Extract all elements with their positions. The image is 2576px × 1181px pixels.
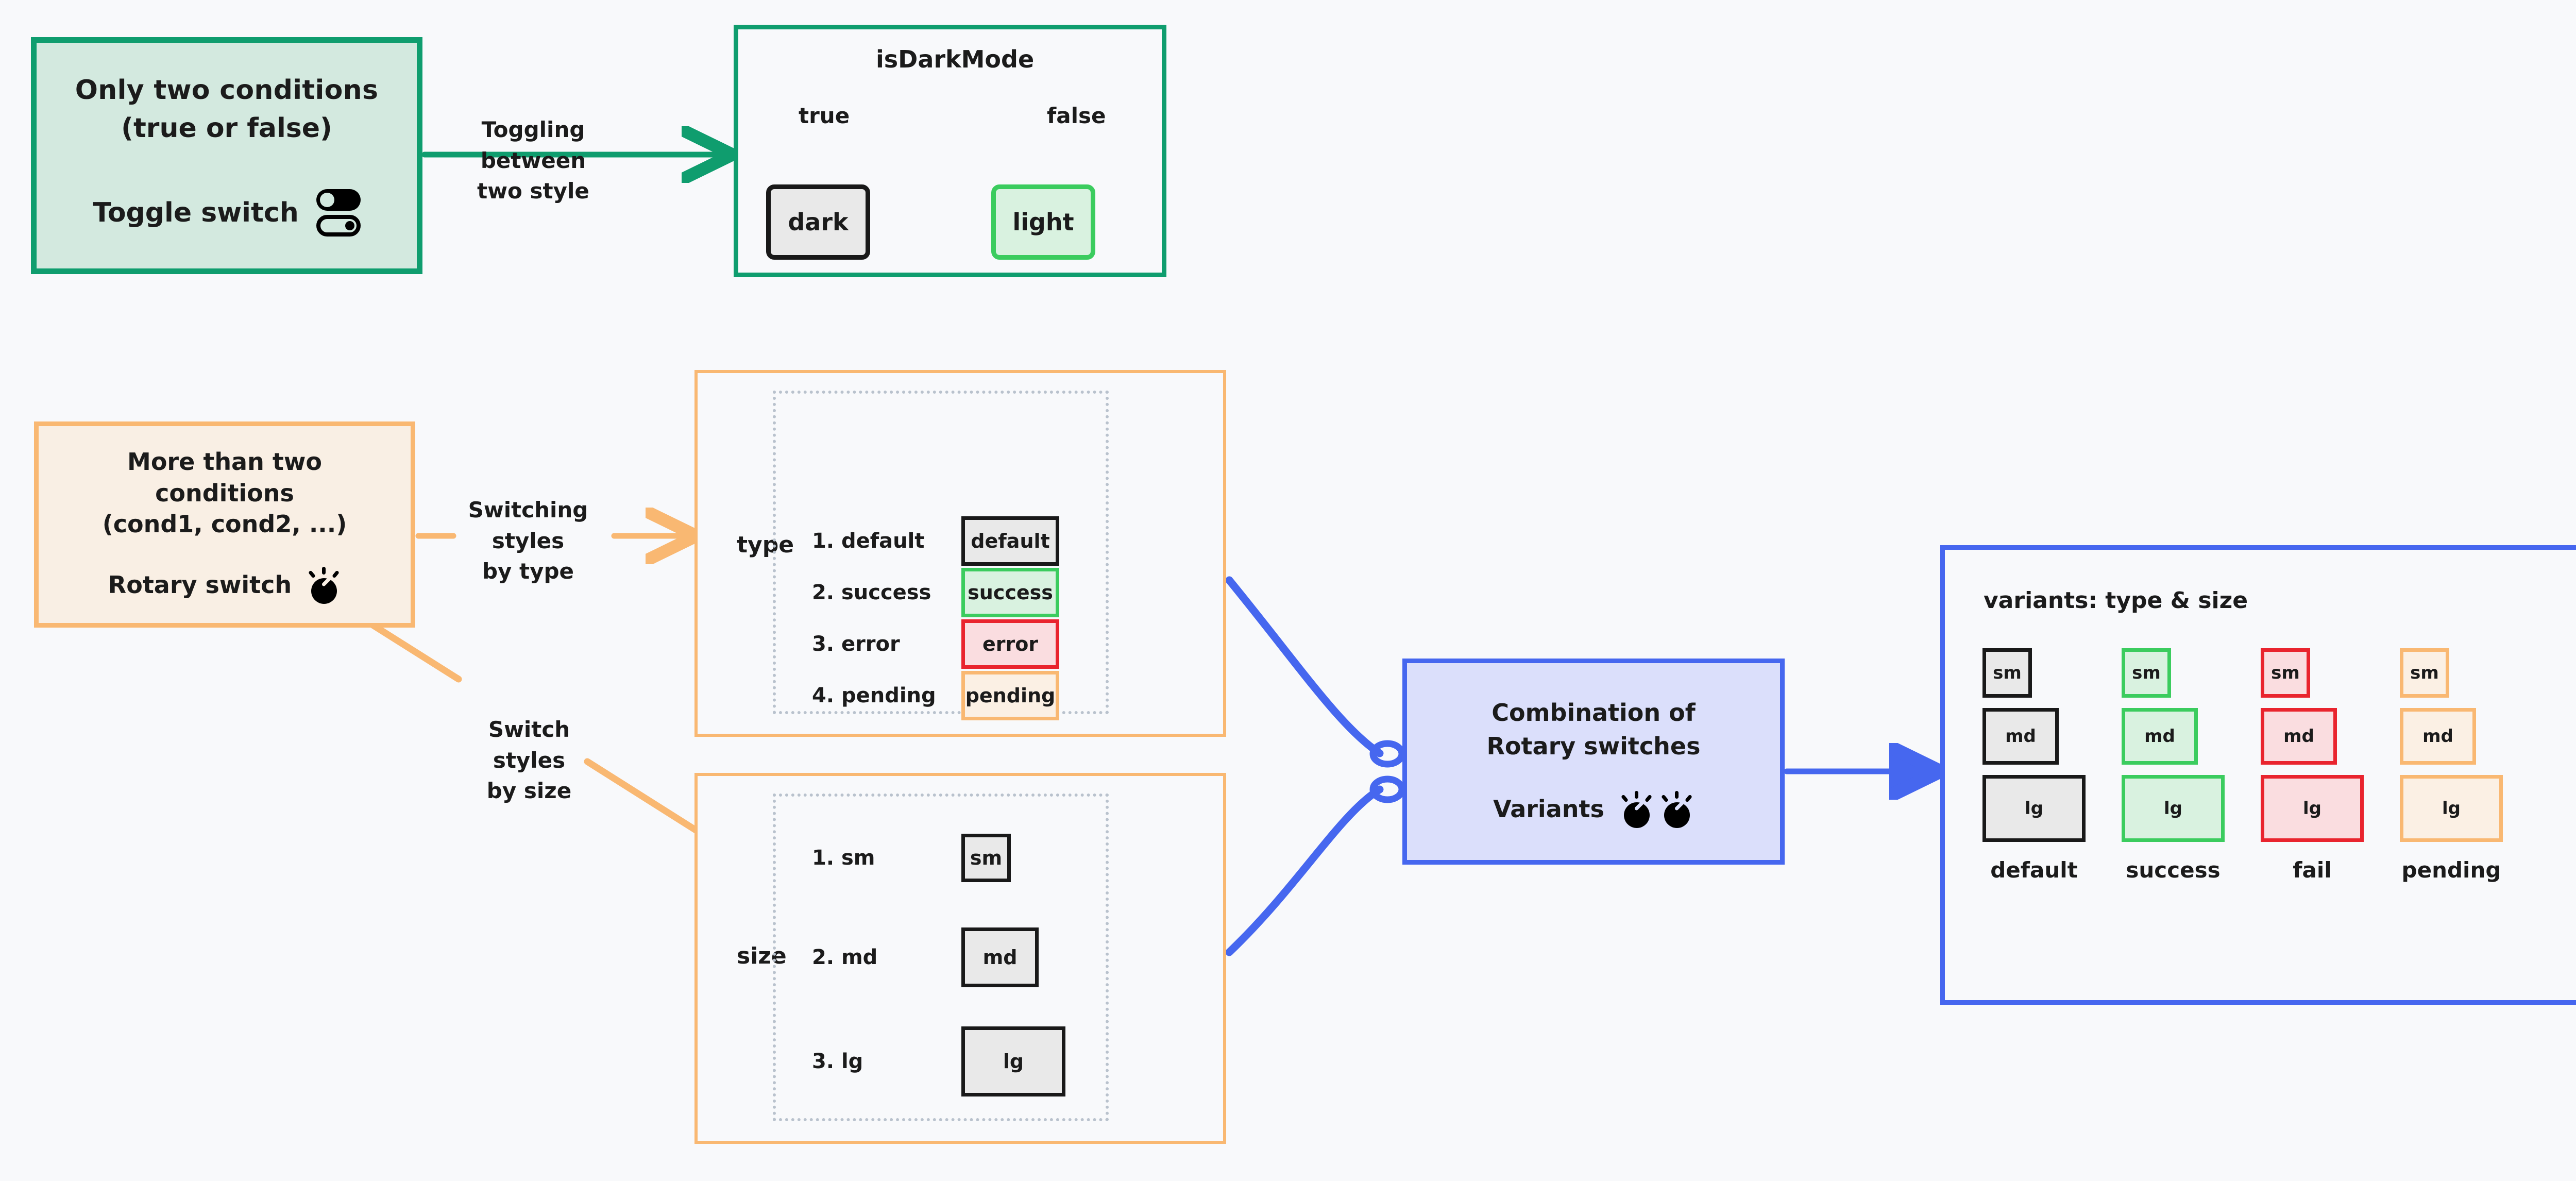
variant-cell-default-md[interactable]: md	[1982, 708, 2059, 765]
rotary-intro-box: More than two conditions (cond1, cond2, …	[34, 421, 415, 628]
rotary-intro-line3: (cond1, cond2, ...)	[102, 510, 347, 538]
type-option-row: 1. default default	[812, 516, 1059, 566]
size-chip-sm[interactable]: sm	[961, 834, 1011, 882]
toggle-intro-box: Only two conditions (true or false) Togg…	[31, 37, 422, 274]
variants-row: Variants	[1493, 791, 1694, 829]
type-option-number-1: 1. default	[812, 529, 925, 553]
variants-column-label-default: default	[1990, 857, 2078, 883]
isdarkmode-false-label: false	[1047, 103, 1106, 128]
edge-label-switch-by-type: Switching styles by type	[464, 495, 592, 587]
mode-box-light: light	[991, 184, 1095, 260]
variants-column-pending: sm md lg pending	[2400, 648, 2503, 883]
variants-column-label-success: success	[2126, 857, 2221, 883]
variant-cell-fail-lg[interactable]: lg	[2261, 775, 2364, 842]
mode-box-dark: dark	[766, 184, 870, 260]
type-option-row: 3. error error	[812, 619, 1059, 669]
rotary-switch-label: Rotary switch	[108, 571, 292, 599]
rotary-tick-top	[1674, 791, 1679, 799]
size-option-row: 2. md md	[812, 927, 1039, 987]
rotary-tick-top	[322, 567, 326, 575]
isdarkmode-true-label: true	[799, 103, 850, 128]
variant-cell-success-sm[interactable]: sm	[2122, 648, 2171, 698]
combination-box: Combination of Rotary switches Variants	[1402, 659, 1785, 865]
variant-cell-pending-sm[interactable]: sm	[2400, 648, 2449, 698]
toggle-intro-line2: (true or false)	[121, 113, 332, 144]
variants-column-default: sm md lg default	[1982, 648, 2086, 883]
edge-label-toggling-l3: two style	[477, 178, 589, 204]
size-panel: size	[694, 773, 1226, 1144]
variants-label: Variants	[1493, 795, 1604, 823]
edge-label-type-l2: styles	[492, 528, 565, 553]
toggle-switch-row: Toggle switch	[93, 189, 361, 237]
type-axis-label: type	[737, 532, 794, 558]
edge-label-size-l2: styles	[493, 747, 566, 773]
type-option-row: 2. success success	[812, 568, 1059, 617]
edge-label-toggling-l1: Toggling	[481, 117, 585, 142]
size-axis-label: size	[737, 943, 787, 969]
variant-cell-pending-md[interactable]: md	[2400, 708, 2476, 765]
variants-panel-title: variants: type & size	[1984, 587, 2248, 614]
edge-label-type-l3: by type	[482, 559, 574, 584]
combination-line2: Rotary switches	[1486, 732, 1701, 760]
size-option-number-2: 2. md	[812, 946, 878, 969]
variant-cell-fail-sm[interactable]: sm	[2261, 648, 2310, 698]
edge-label-switch-by-size: Switch styles by size	[470, 714, 588, 806]
rotary-tick-right	[1684, 794, 1692, 803]
toggle-switch-off-icon	[316, 215, 361, 237]
variant-cell-pending-lg[interactable]: lg	[2400, 775, 2503, 842]
size-options-dashed-frame	[773, 794, 1109, 1121]
rotary-switch-icon	[1620, 791, 1654, 829]
type-option-number-4: 4. pending	[812, 684, 936, 707]
variants-column-label-pending: pending	[2401, 857, 2501, 883]
variant-cell-success-lg[interactable]: lg	[2122, 775, 2225, 842]
edge-label-type-l1: Switching	[468, 497, 588, 522]
type-option-row: 4. pending pending	[812, 671, 1059, 720]
rotary-intro-line2: conditions	[155, 479, 294, 507]
edge-to-combination	[1225, 576, 1405, 956]
rotary-tick-right	[332, 570, 340, 579]
variant-cell-success-md[interactable]: md	[2122, 708, 2198, 765]
size-option-number-3: 3. lg	[812, 1050, 863, 1073]
size-option-row: 3. lg lg	[812, 1026, 1065, 1096]
edge-label-toggling-l2: between	[480, 147, 586, 173]
rotary-switch-icon	[307, 567, 341, 604]
isdarkmode-condition-label: isDarkMode	[876, 45, 1035, 73]
rotary-tick-top	[1634, 791, 1638, 799]
edge-label-size-l1: Switch	[488, 717, 570, 742]
size-chip-md[interactable]: md	[961, 927, 1039, 987]
rotary-switch-icon	[1660, 791, 1694, 829]
type-chip-success[interactable]: success	[961, 568, 1059, 617]
variants-matrix: sm md lg default sm md lg success sm md …	[1982, 648, 2503, 883]
type-chip-error[interactable]: error	[961, 619, 1059, 669]
rotary-intro-line1: More than two	[127, 447, 322, 476]
size-option-number-1: 1. sm	[812, 846, 875, 870]
variants-column-fail: sm md lg fail	[2261, 648, 2364, 883]
rotary-tick-left	[308, 570, 316, 579]
toggle-switch-icon	[316, 189, 361, 237]
variants-column-success: sm md lg success	[2122, 648, 2225, 883]
combination-line1: Combination of	[1492, 698, 1696, 727]
rotary-tick-right	[1644, 794, 1652, 803]
edge-label-size-l3: by size	[486, 778, 572, 804]
variants-column-label-fail: fail	[2293, 857, 2332, 883]
type-options-dashed-frame	[773, 391, 1109, 714]
rotary-switch-row: Rotary switch	[108, 567, 341, 604]
toggle-switch-on-icon	[316, 189, 361, 211]
variant-cell-default-sm[interactable]: sm	[1982, 648, 2032, 698]
variant-cell-fail-md[interactable]: md	[2261, 708, 2337, 765]
type-chip-pending[interactable]: pending	[961, 671, 1059, 720]
type-option-number-3: 3. error	[812, 632, 900, 656]
toggle-intro-line1: Only two conditions	[75, 75, 379, 106]
rotary-tick-left	[1620, 794, 1629, 803]
type-panel: type	[694, 370, 1226, 737]
rotary-switch-pair-icon	[1620, 791, 1694, 829]
type-chip-default[interactable]: default	[961, 516, 1059, 566]
variant-cell-default-lg[interactable]: lg	[1982, 775, 2086, 842]
edge-label-toggling: Toggling between two style	[464, 114, 603, 207]
size-option-row: 1. sm sm	[812, 834, 1011, 882]
type-option-number-2: 2. success	[812, 581, 931, 604]
toggle-switch-label: Toggle switch	[93, 197, 299, 228]
rotary-tick-left	[1660, 794, 1669, 803]
size-chip-lg[interactable]: lg	[961, 1026, 1065, 1096]
